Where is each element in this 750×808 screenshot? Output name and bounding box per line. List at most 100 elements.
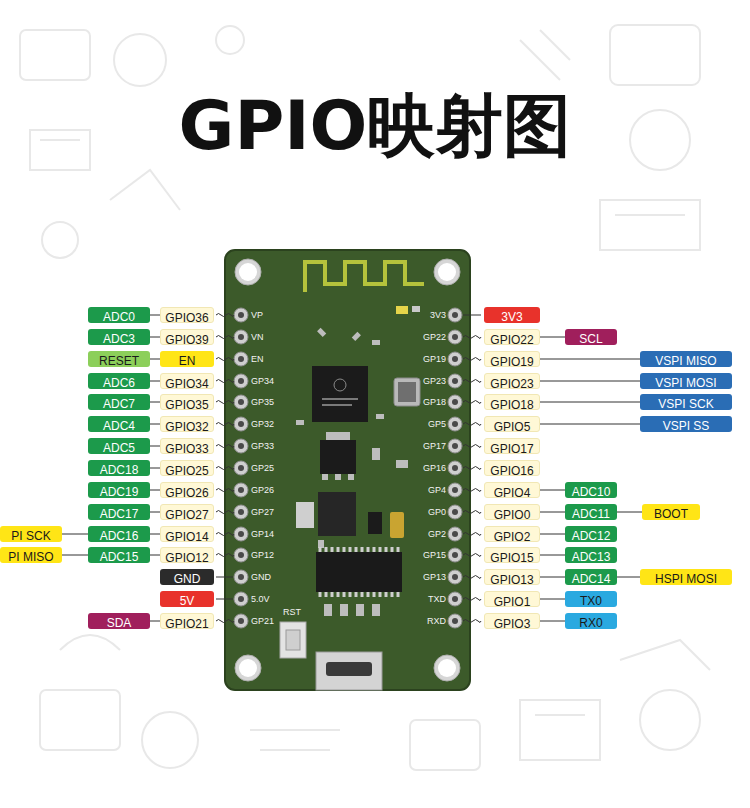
header-pin: [234, 614, 248, 628]
pin-label-text: 3V3: [501, 309, 522, 325]
doodle-lines: [600, 200, 700, 250]
connector-line: [540, 555, 565, 556]
pin-label-text: GPIO1: [494, 594, 531, 610]
silkscreen-label: EN: [251, 353, 264, 365]
gpio-label: GPIO39: [160, 329, 214, 345]
header-pin: [448, 483, 462, 497]
leader-line: [216, 489, 234, 492]
silkscreen-label: RXD: [427, 615, 446, 627]
pin-label-text: GPIO21: [165, 616, 208, 632]
gpio-label: GPIO27: [160, 504, 214, 520]
spi-label: VSPI MISO: [640, 351, 732, 367]
pin-label-text: SDA: [107, 615, 132, 631]
silkscreen-label: GP15: [423, 549, 446, 561]
header-pin: [234, 308, 462, 628]
connector-line: [150, 424, 160, 425]
connector-line: [150, 315, 160, 316]
adc-label: ADC16: [88, 526, 150, 542]
board-components: [398, 382, 416, 402]
board-components: [318, 540, 324, 548]
board-components: [394, 378, 420, 406]
header-pin: [234, 548, 248, 562]
leader-line: [216, 401, 234, 404]
header-pin: [448, 417, 462, 431]
mounting-hole: [438, 263, 456, 281]
silkscreen-label: GP14: [251, 528, 274, 540]
doodle-lines: [630, 110, 690, 170]
uart-label: RX0: [565, 613, 617, 629]
connector-line: [62, 534, 88, 535]
pin-label-text: ADC4: [103, 418, 135, 434]
i2c-label: SCL: [565, 329, 617, 345]
board-components: [396, 460, 408, 468]
silkscreen-label: RST: [283, 606, 301, 618]
board-components: [326, 432, 350, 440]
spi-label: VSPI SS: [640, 416, 732, 432]
silkscreen-label: GP0: [428, 506, 446, 518]
pin-label-text: GPIO26: [165, 485, 208, 501]
board-components: [396, 306, 408, 314]
doodle-lines: [410, 720, 480, 770]
leader-line: [463, 401, 481, 404]
silkscreen-label: GND: [251, 571, 271, 583]
gpio-label: GPIO33: [160, 438, 214, 454]
pin-label-text: GPIO5: [494, 419, 531, 435]
pin-label-text: GPIO3: [494, 616, 531, 632]
connector-line: [150, 512, 160, 513]
board-components: [322, 474, 328, 480]
connector-line: [617, 512, 642, 513]
leader-line: [463, 554, 481, 557]
header-pin: [448, 439, 462, 453]
pin-label-text: GPIO27: [165, 507, 208, 523]
leader-line: [216, 533, 234, 536]
connector-line: [617, 577, 640, 578]
pin-label-text: GPIO25: [165, 463, 208, 479]
adc-label: ADC0: [88, 307, 150, 323]
mounting-hole: [438, 659, 456, 677]
board-components: [376, 414, 384, 419]
pin-label-text: GPIO12: [165, 550, 208, 566]
function-label: PI SCK: [0, 526, 62, 542]
silkscreen-label: GP33: [251, 440, 274, 452]
board-components: [412, 306, 420, 312]
pin-label-text: RESET: [99, 353, 139, 369]
leader-line: [216, 336, 234, 339]
doodle-lines: [20, 30, 90, 80]
connector-line: [62, 555, 88, 556]
silkscreen-label: GP16: [423, 462, 446, 474]
pin-label-text: ADC10: [572, 484, 611, 500]
silkscreen-label: 5.0V: [251, 593, 270, 605]
doodle-lines: [40, 690, 120, 750]
adc-label: ADC18: [88, 460, 150, 476]
board-components: [322, 398, 358, 400]
pin-label-text: GPIO34: [165, 376, 208, 392]
gpio-label: GPIO13: [484, 569, 540, 585]
board-components: [372, 448, 380, 460]
connector-line: [540, 359, 640, 360]
silkscreen-label: GP5: [428, 418, 446, 430]
board-components: [372, 604, 380, 616]
adc-label: ADC12: [565, 526, 617, 542]
header-pin: [234, 439, 248, 453]
silkscreen-label: GP13: [423, 571, 446, 583]
function-label: HSPI MOSI: [640, 569, 732, 585]
connector-line: [150, 446, 160, 447]
connector-line: [540, 599, 565, 600]
silkscreen-label: GP25: [251, 462, 274, 474]
spi-label: VSPI MOSI: [640, 373, 732, 389]
header-pin: [448, 570, 462, 584]
header-pin: [234, 461, 248, 475]
gpio-label: GPIO34: [160, 373, 214, 389]
pin-label-text: ADC14: [572, 571, 611, 587]
board-components: [390, 512, 404, 538]
header-pin: [234, 352, 248, 366]
header-pin: [448, 461, 462, 475]
gpio-label: GPIO4: [484, 482, 540, 498]
pin-label-text: ADC11: [572, 506, 610, 522]
silkscreen-label: GP32: [251, 418, 274, 430]
connector-line: [540, 424, 640, 425]
board-components: [296, 502, 314, 528]
pin-label-text: ADC5: [103, 440, 135, 456]
doodle-lines: [640, 690, 700, 750]
